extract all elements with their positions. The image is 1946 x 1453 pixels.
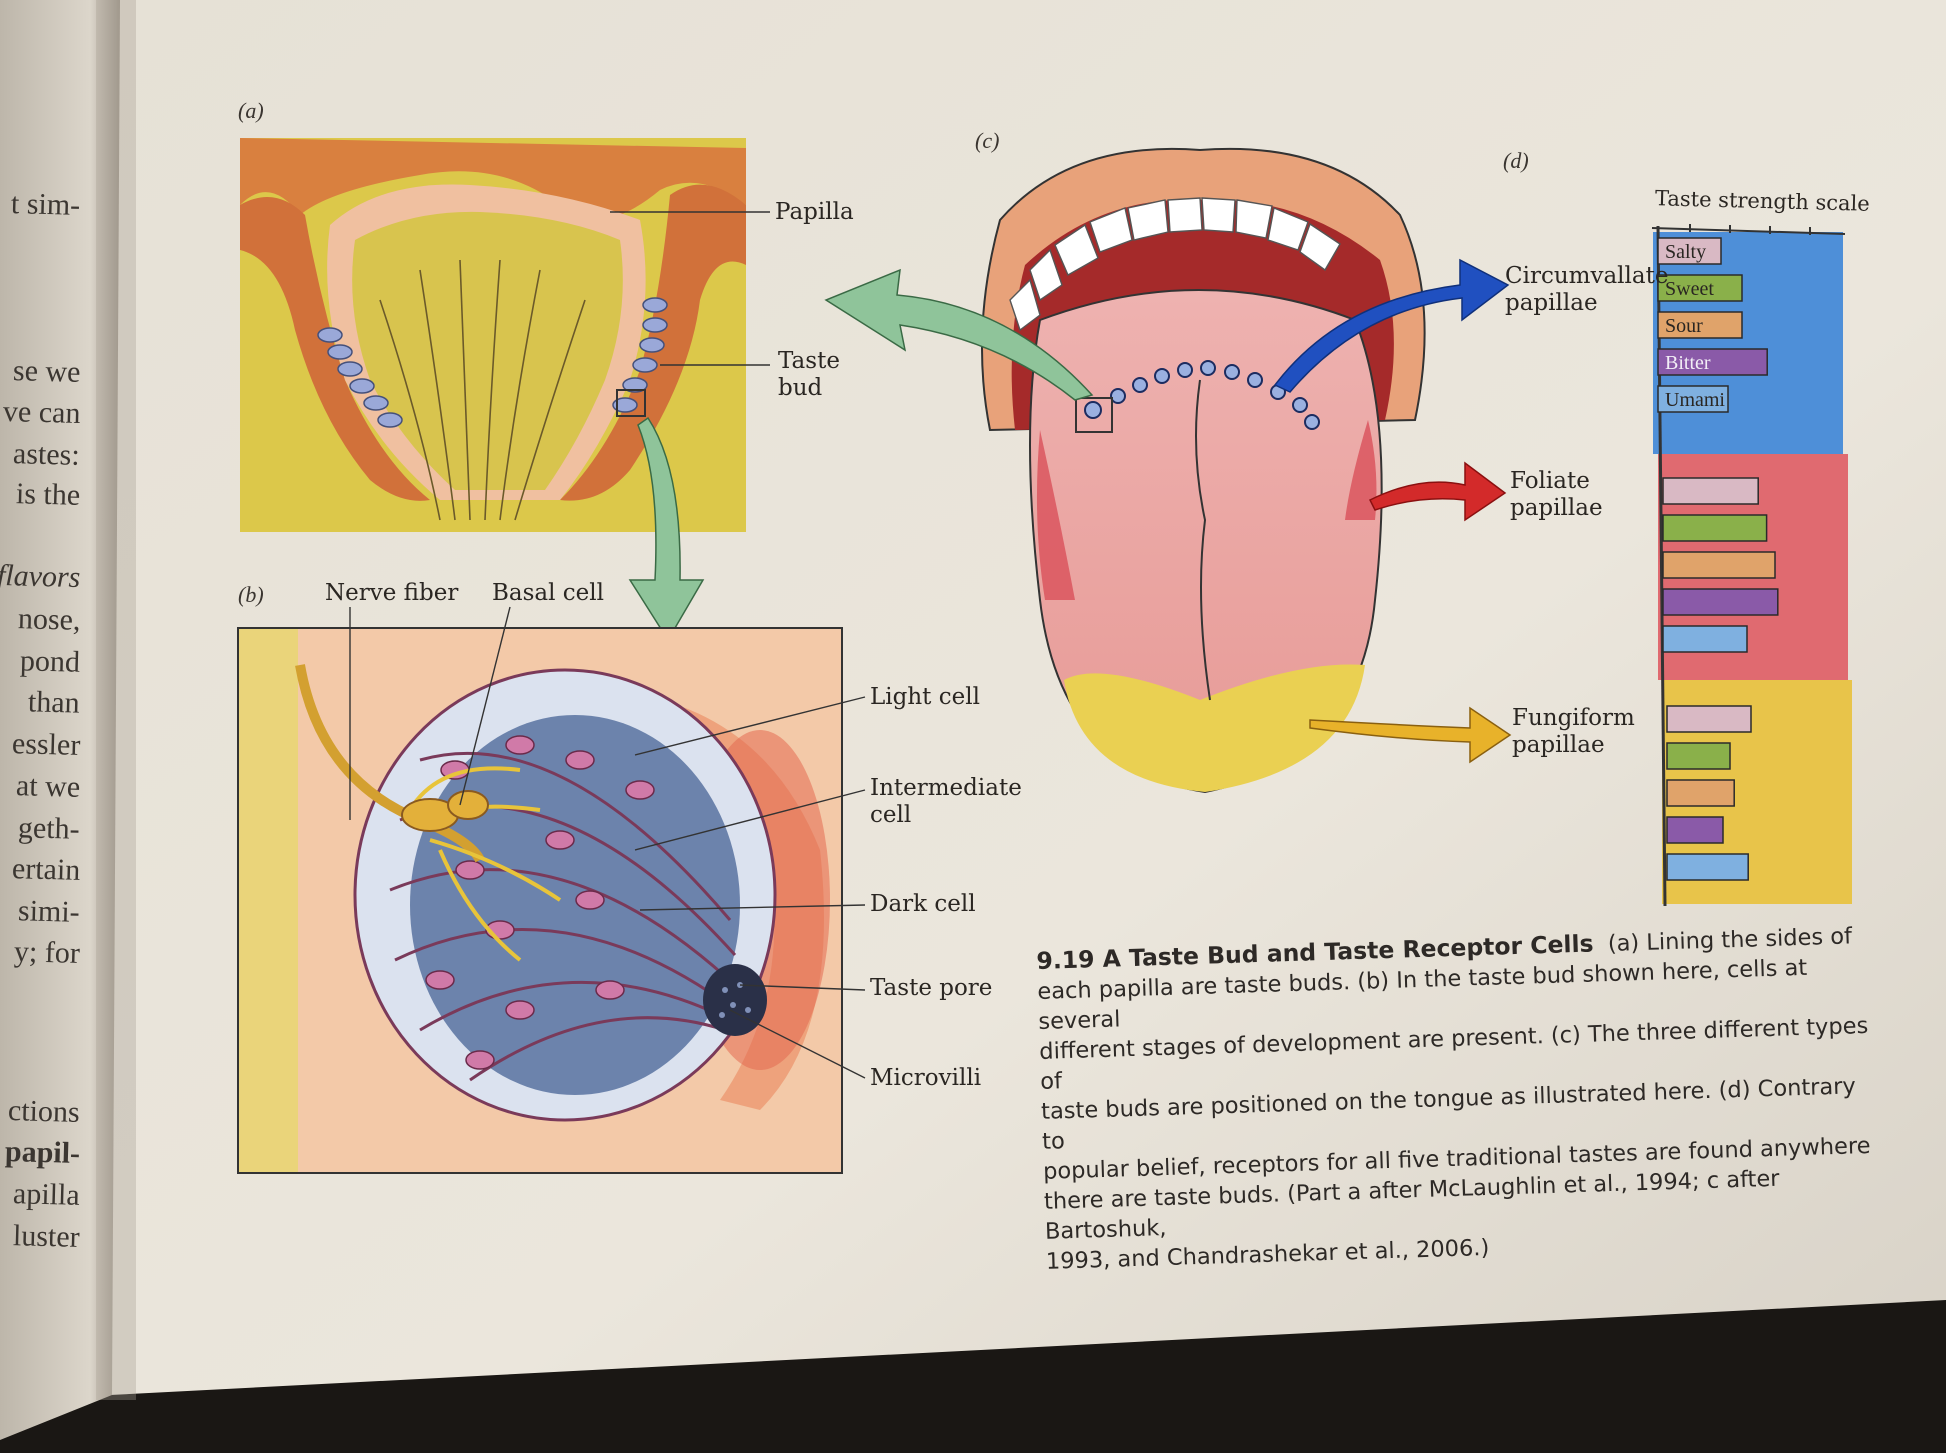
bar-2-salty bbox=[1666, 705, 1752, 733]
figure-caption: 9.19 A Taste Bud and Taste Receptor Cell… bbox=[1036, 920, 1888, 1277]
label-basal-cell: Basal cell bbox=[492, 580, 605, 606]
label-nerve-fiber: Nerve fiber bbox=[325, 580, 459, 606]
panel-d-chart bbox=[1651, 224, 1852, 907]
label-intermediate-line2: cell bbox=[870, 802, 912, 828]
scale-label-umami: Umami bbox=[1665, 389, 1725, 411]
bar-2-sweet bbox=[1666, 742, 1731, 770]
scale-label-salty: Salty bbox=[1665, 241, 1707, 263]
label-circumvallate: Circumvallate papillae bbox=[1505, 263, 1668, 317]
label-foliate-line2: papillae bbox=[1510, 495, 1603, 521]
label-foliate-line1: Foliate bbox=[1510, 468, 1590, 494]
bar-2-sour bbox=[1666, 779, 1735, 807]
bar-2-bitter bbox=[1666, 816, 1724, 844]
bar-1-salty bbox=[1662, 477, 1759, 505]
label-foliate: Foliate papillae bbox=[1510, 468, 1603, 522]
margin-text-line: at we bbox=[15, 769, 81, 804]
margin-text-line: is the bbox=[15, 477, 81, 512]
bar-0-salty bbox=[1657, 237, 1722, 265]
label-fungiform-line1: Fungiform bbox=[1512, 705, 1635, 731]
label-taste-bud: Taste bud bbox=[778, 348, 840, 402]
margin-text-line: flavors bbox=[0, 558, 81, 595]
bar-0-umami bbox=[1657, 385, 1729, 413]
panel-label-d: (d) bbox=[1503, 148, 1529, 173]
bar-1-sour bbox=[1662, 551, 1776, 579]
margin-text-line: than bbox=[27, 685, 81, 720]
bar-0-bitter bbox=[1657, 348, 1768, 376]
label-circumvallate-line2: papillae bbox=[1505, 290, 1598, 316]
chart-bg-circumvallate bbox=[1653, 232, 1843, 454]
scale-label-sour: Sour bbox=[1665, 315, 1703, 337]
margin-text-line: se we bbox=[12, 354, 81, 389]
margin-text-line: t sim- bbox=[10, 187, 81, 222]
label-intermediate-cell: Intermediate cell bbox=[870, 775, 1022, 829]
bar-0-sour bbox=[1657, 311, 1743, 339]
bar-2-umami bbox=[1666, 853, 1749, 881]
label-circumvallate-line1: Circumvallate bbox=[1505, 263, 1669, 289]
margin-text-line: nose, bbox=[17, 602, 81, 637]
margin-text-line: y; for bbox=[13, 935, 81, 970]
margin-text-line: pond bbox=[19, 644, 81, 679]
bar-1-umami bbox=[1662, 625, 1748, 653]
label-fungiform-line2: papillae bbox=[1512, 732, 1605, 758]
label-taste-pore: Taste pore bbox=[870, 975, 993, 1001]
margin-text-line: luster bbox=[12, 1219, 81, 1254]
label-dark-cell: Dark cell bbox=[870, 891, 976, 917]
margin-text-line: astes: bbox=[12, 437, 81, 472]
panel-label-a: (a) bbox=[238, 98, 264, 123]
label-light-cell: Light cell bbox=[870, 684, 980, 710]
chart-title: Taste strength scale bbox=[1654, 186, 1871, 216]
panel-label-b: (b) bbox=[238, 582, 264, 607]
label-taste-bud-line1: Taste bbox=[778, 348, 840, 374]
label-microvilli: Microvilli bbox=[870, 1065, 982, 1091]
margin-text-line: ertain bbox=[11, 852, 81, 887]
bar-1-sweet bbox=[1662, 514, 1768, 542]
chart-bars bbox=[1657, 237, 1779, 881]
margin-text-line: ctions bbox=[7, 1094, 81, 1129]
panel-a-papilla-figure bbox=[240, 138, 770, 532]
bar-1-bitter bbox=[1662, 588, 1779, 616]
margin-text-line: papil- bbox=[4, 1135, 81, 1170]
bar-0-sweet bbox=[1657, 274, 1743, 302]
label-fungiform: Fungiform papillae bbox=[1512, 705, 1635, 759]
panel-b-taste-bud-figure bbox=[237, 606, 866, 1174]
margin-text-line: essler bbox=[11, 727, 81, 762]
label-intermediate-line1: Intermediate bbox=[870, 775, 1022, 801]
panel-label-c: (c) bbox=[975, 128, 1000, 153]
margin-text-line: geth- bbox=[17, 811, 81, 846]
scale-label-sweet: Sweet bbox=[1665, 278, 1714, 300]
scale-label-bitter: Bitter bbox=[1665, 352, 1711, 374]
margin-text-line: simi- bbox=[17, 894, 81, 929]
panel-c-tongue-figure bbox=[824, 147, 1512, 794]
label-papilla: Papilla bbox=[775, 199, 854, 225]
label-taste-bud-line2: bud bbox=[778, 375, 823, 401]
margin-text-line: ve can bbox=[2, 394, 81, 431]
caption-line-1: (a) Lining the sides of bbox=[1607, 923, 1853, 958]
margin-text-line: apilla bbox=[12, 1177, 81, 1212]
